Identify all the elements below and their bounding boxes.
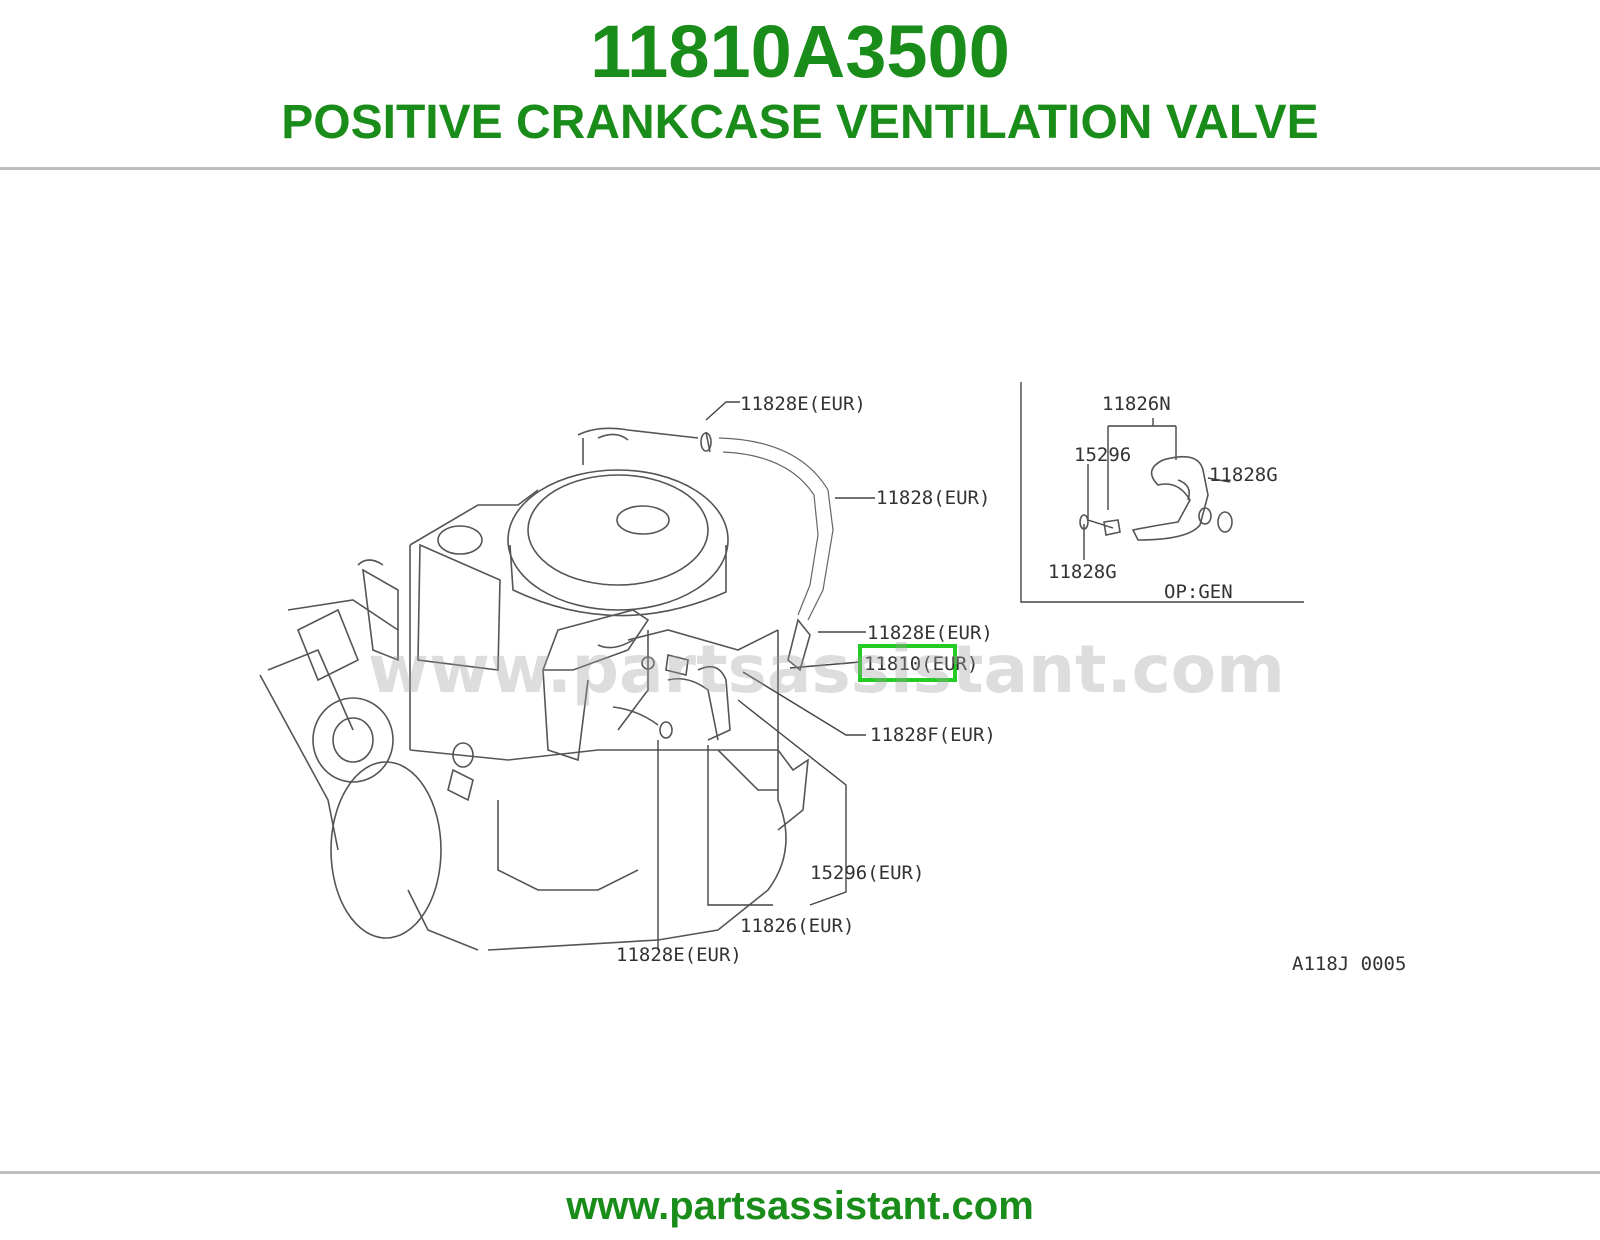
callout-11828e-bottom[interactable]: 11828E(EUR) xyxy=(616,944,742,966)
watermark: www.partsassistant.com xyxy=(368,631,1285,708)
callout-11828f[interactable]: 11828F(EUR) xyxy=(870,724,996,746)
inset-detail: 11826N 15296 11828G 11828G OP:GEN xyxy=(1020,382,1304,603)
callout-11828e-top[interactable]: 11828E(EUR) xyxy=(740,393,866,415)
callout-11828e-mid[interactable]: 11828E(EUR) xyxy=(867,622,993,644)
inset-callout-11828g-left[interactable]: 11828G xyxy=(1048,561,1117,583)
leader-lines xyxy=(657,401,875,950)
callout-11828[interactable]: 11828(EUR) xyxy=(876,487,990,509)
callout-11810[interactable]: 11810(EUR) xyxy=(864,653,978,675)
diagram-reference-code: A118J 0005 xyxy=(1292,953,1406,975)
callout-11826[interactable]: 11826(EUR) xyxy=(740,915,854,937)
inset-option-label: OP:GEN xyxy=(1164,581,1233,603)
engine-drawing xyxy=(259,427,834,951)
callout-15296[interactable]: 15296(EUR) xyxy=(810,862,924,884)
inset-callout-11826n[interactable]: 11826N xyxy=(1102,393,1171,415)
part-number: 11810A3500 xyxy=(590,10,1010,93)
part-name: POSITIVE CRANKCASE VENTILATION VALVE xyxy=(281,96,1319,149)
header-divider xyxy=(0,167,1600,170)
engine-illustration: 11828E(EUR) 11828(EUR) 11828E(EUR) 11810… xyxy=(259,382,1406,975)
footer-site-link[interactable]: www.partsassistant.com xyxy=(566,1184,1034,1228)
inset-callout-11828g-right[interactable]: 11828G xyxy=(1209,464,1278,486)
inset-callout-15296[interactable]: 15296 xyxy=(1074,444,1131,466)
parts-diagram: 11828E(EUR) 11828(EUR) 11828E(EUR) 11810… xyxy=(178,330,1422,1020)
footer-divider xyxy=(0,1171,1600,1174)
highlight-box xyxy=(858,644,957,682)
